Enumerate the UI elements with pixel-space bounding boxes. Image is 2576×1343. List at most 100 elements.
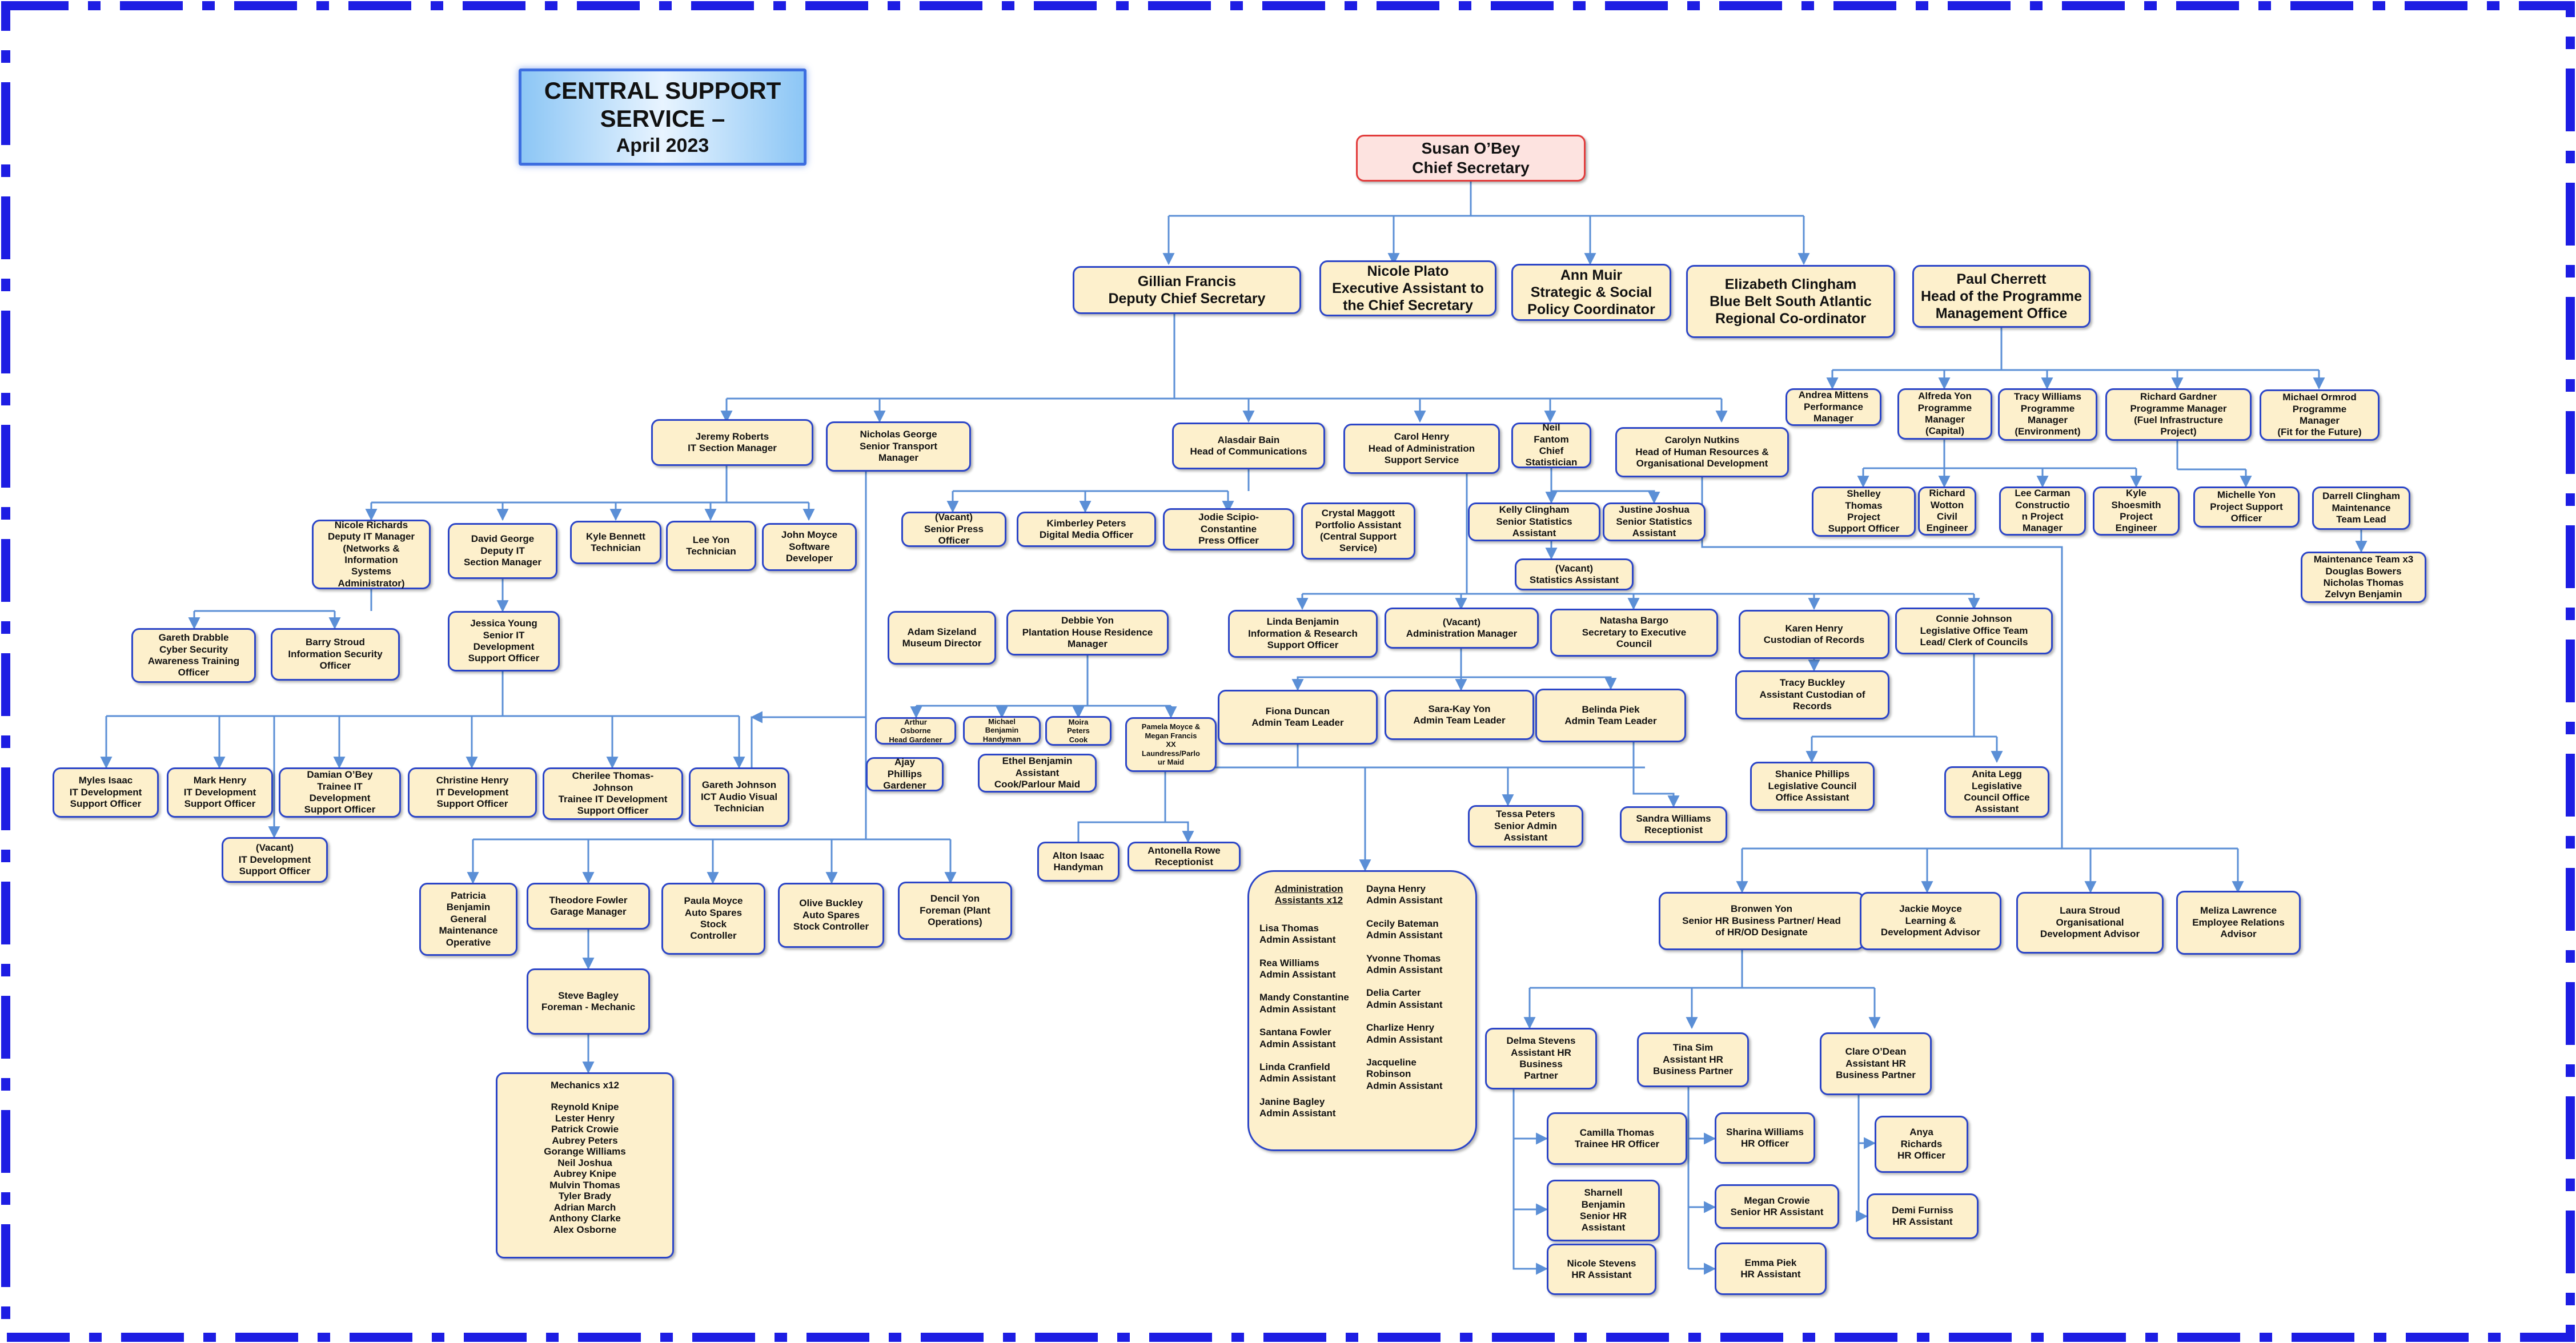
org-node-vacit: (Vacant) IT Development Support Officer xyxy=(222,837,328,883)
org-node-obuckley: Olive Buckley Auto Spares Stock Controll… xyxy=(778,883,884,948)
org-node-jjoshua: Justine Joshua Senior Statistics Assista… xyxy=(1603,502,1706,541)
org-node-kbennett: Kyle Bennett Technician xyxy=(570,521,661,564)
mechanic-name: Anthony Clarke xyxy=(549,1213,621,1224)
org-node-dclingham: Darrell Clingham Maintenance Team Lead xyxy=(2312,486,2410,530)
org-node-myon: Michelle Yon Project Support Officer xyxy=(2193,486,2300,528)
org-node-rgardner: Richard Gardner Programme Manager (Fuel … xyxy=(2105,388,2252,441)
connector-line xyxy=(1632,742,1680,808)
org-node-nplato: Nicole Plato Executive Assistant to the … xyxy=(1319,260,1496,316)
org-node-vacstats: (Vacant) Statistics Assistant xyxy=(1515,558,1634,590)
org-node-jroberts: Jeremy Roberts IT Section Manager xyxy=(651,419,813,466)
mechanic-name: Mulvin Thomas xyxy=(549,1179,620,1191)
org-node-pmoyce: Pamela Moyce & Megan Francis XX Laundres… xyxy=(1125,717,1217,772)
org-node-deputy: Gillian Francis Deputy Chief Secretary xyxy=(1073,266,1301,314)
org-node-vacpress: (Vacant) Senior Press Officer xyxy=(901,512,1006,547)
connector-line xyxy=(1461,676,1617,690)
connector-line xyxy=(1297,745,1645,769)
org-node-jmoyce: John Moyce Software Developer xyxy=(762,523,857,571)
connector-line xyxy=(1291,676,1461,691)
org-node-sphillips: Shanice Phillips Legislative Council Off… xyxy=(1750,762,1875,811)
org-node-ngeorge: Nicholas George Senior Transport Manager xyxy=(826,421,971,472)
admin-assistant-entry: Yvonne Thomas Admin Assistant xyxy=(1366,952,1443,975)
org-node-bpiek: Belinda Piek Admin Team Leader xyxy=(1535,689,1686,742)
org-node-sbenjamin: Sharnell Benjamin Senior HR Assistant xyxy=(1547,1180,1660,1241)
mechanic-name: Gorange Williams xyxy=(544,1146,626,1157)
org-node-amuir: Ann Muir Strategic & Social Policy Coord… xyxy=(1511,264,1671,321)
org-node-nfantom: Neil Fantom Chief Statistician xyxy=(1511,422,1591,468)
org-node-jscipio: Jodie Scipio- Constantine Press Officer xyxy=(1163,508,1294,550)
org-node-kshoesmith: Kyle Shoesmith Project Engineer xyxy=(2093,486,2180,536)
org-node-nstevens: Nicole Stevens HR Assistant xyxy=(1547,1244,1656,1295)
admin-assistant-entry: Linda Cranfield Admin Assistant xyxy=(1259,1061,1336,1084)
admin-assistant-entry: Santana Fowler Admin Assistant xyxy=(1259,1027,1336,1050)
admin-assistant-entry: Rea Williams Admin Assistant xyxy=(1259,957,1336,980)
mechanic-name: Reynold Knipe xyxy=(551,1101,619,1113)
org-node-abain: Alasdair Bain Head of Communications xyxy=(1172,423,1325,469)
org-node-cmaggott: Crystal Maggott Portfolio Assistant (Cen… xyxy=(1301,502,1415,560)
org-node-cnutkins: Carolyn Nutkins Head of Human Resources … xyxy=(1615,427,1789,477)
org-node-mhenry: Mark Henry IT Development Support Office… xyxy=(167,767,273,818)
org-node-cthomas: Cherilee Thomas- Johnson Trainee IT Deve… xyxy=(543,767,683,820)
org-node-dyon2: Dencil Yon Foreman (Plant Operations) xyxy=(898,882,1012,940)
admin-assistant-entry: Charlize Henry Admin Assistant xyxy=(1366,1022,1443,1045)
mechanic-name: Aubrey Knipe xyxy=(553,1168,617,1180)
mechanics-header: Mechanics x12 xyxy=(550,1080,619,1091)
org-node-bstroud: Barry Stroud Information Security Office… xyxy=(271,628,400,681)
connector-line xyxy=(1512,1089,1547,1270)
mechanic-name: Adrian March xyxy=(553,1201,616,1213)
org-node-lcarman: Lee Carman Constructio n Project Manager xyxy=(1999,486,2086,536)
org-node-codean: Clare O’Dean Assistant HR Business Partn… xyxy=(1820,1032,1932,1095)
org-node-cthomas2: Camilla Thomas Trainee HR Officer xyxy=(1547,1112,1687,1165)
org-node-dfurniss: Demi Furniss HR Assistant xyxy=(1867,1193,1979,1239)
connector-line xyxy=(1165,821,1194,843)
admin-assistant-entry: Janine Bagley Admin Assistant xyxy=(1259,1096,1336,1119)
org-node-dgeorge: David George Deputy IT Section Manager xyxy=(448,523,557,579)
org-node-pcherrett: Paul Cherrett Head of the Programme Mana… xyxy=(1912,265,2091,328)
org-node-dstevens: Delma Stevens Assistant HR Business Part… xyxy=(1485,1028,1597,1089)
org-node-jyoung: Jessica Young Senior IT Development Supp… xyxy=(448,611,560,672)
org-node-kpeters: Kimberley Peters Digital Media Officer xyxy=(1017,512,1156,547)
org-node-chief: Susan O’Bey Chief Secretary xyxy=(1356,135,1586,182)
org-node-epiek: Emma Piek HR Assistant xyxy=(1715,1243,1827,1295)
org-node-arowe: Antonella Rowe Receptionist xyxy=(1127,842,1241,871)
org-node-arichards: Anya Richards HR Officer xyxy=(1875,1116,1968,1173)
org-node-llawrence: Meliza Lawrence Employee Relations Advis… xyxy=(2176,891,2301,955)
org-node-asizeland: Adam Sizeland Museum Director xyxy=(888,611,996,665)
chart-title-date: April 2023 xyxy=(616,134,709,156)
org-node-jmoyce2: Jackie Moyce Learning & Development Advi… xyxy=(1860,892,2001,950)
org-node-mormrod: Michael Ormrod Programme Manager (Fit fo… xyxy=(2260,389,2380,441)
admin-assistant-entry: Dayna Henry Admin Assistant xyxy=(1366,883,1443,906)
org-node-dyon: Debbie Yon Plantation House Residence Ma… xyxy=(1006,610,1169,656)
org-node-eclingham: Elizabeth Clingham Blue Belt South Atlan… xyxy=(1686,265,1895,338)
org-node-gdrabble: Gareth Drabble Cyber Security Awareness … xyxy=(131,628,256,683)
admin-assistant-entry: Lisa Thomas Admin Assistant xyxy=(1259,922,1336,946)
org-node-gjohnson: Gareth Johnson ICT Audio Visual Technici… xyxy=(689,767,789,827)
mechanic-name: Neil Joshua xyxy=(557,1157,612,1168)
org-node-aphillips: Ajay Phillips Gardener xyxy=(866,757,944,791)
org-node-rwotton: Richard Wotton Civil Engineer xyxy=(1918,486,1976,536)
org-node-byon: Bronwen Yon Senior HR Business Partner/ … xyxy=(1659,892,1864,950)
org-node-chenry2: Christine Henry IT Development Support O… xyxy=(408,767,537,818)
mechanic-name: Lester Henry xyxy=(555,1112,615,1124)
org-node-skyon: Sara-Kay Yon Admin Team Leader xyxy=(1385,690,1534,740)
org-node-aosborne: Arthur Osborne Head Gardener xyxy=(875,717,956,745)
org-node-vacadmin: (Vacant) Administration Manager xyxy=(1385,608,1539,649)
connector-line xyxy=(1502,766,1542,807)
admin-assistant-entry: Jacqueline Robinson Admin Assistant xyxy=(1366,1056,1443,1091)
admin-assistant-entry: Cecily Bateman Admin Assistant xyxy=(1366,918,1443,941)
org-node-tpeters: Tessa Peters Senior Admin Assistant xyxy=(1468,805,1583,847)
connector-line xyxy=(1551,490,1660,504)
org-node-pmoyce2: Paula Moyce Auto Spares Stock Controller xyxy=(661,883,765,955)
org-node-mteam: Maintenance Team x3 Douglas Bowers Nicho… xyxy=(2301,552,2426,603)
org-node-pbenjamin: Patricia Benjamin General Maintenance Op… xyxy=(419,883,517,956)
mechanic-name: Patrick Crowie xyxy=(551,1124,619,1135)
org-node-aisaac: Alton Isaac Handyman xyxy=(1037,842,1120,882)
chart-title-main: CENTRAL SUPPORT SERVICE – xyxy=(544,77,781,132)
org-node-nbargo: Natasha Bargo Secretary to Executive Cou… xyxy=(1550,609,1718,657)
mechanic-name: Alex Osborne xyxy=(553,1224,617,1235)
admin-assistants-header: Administration Assistants x12 xyxy=(1274,883,1343,906)
